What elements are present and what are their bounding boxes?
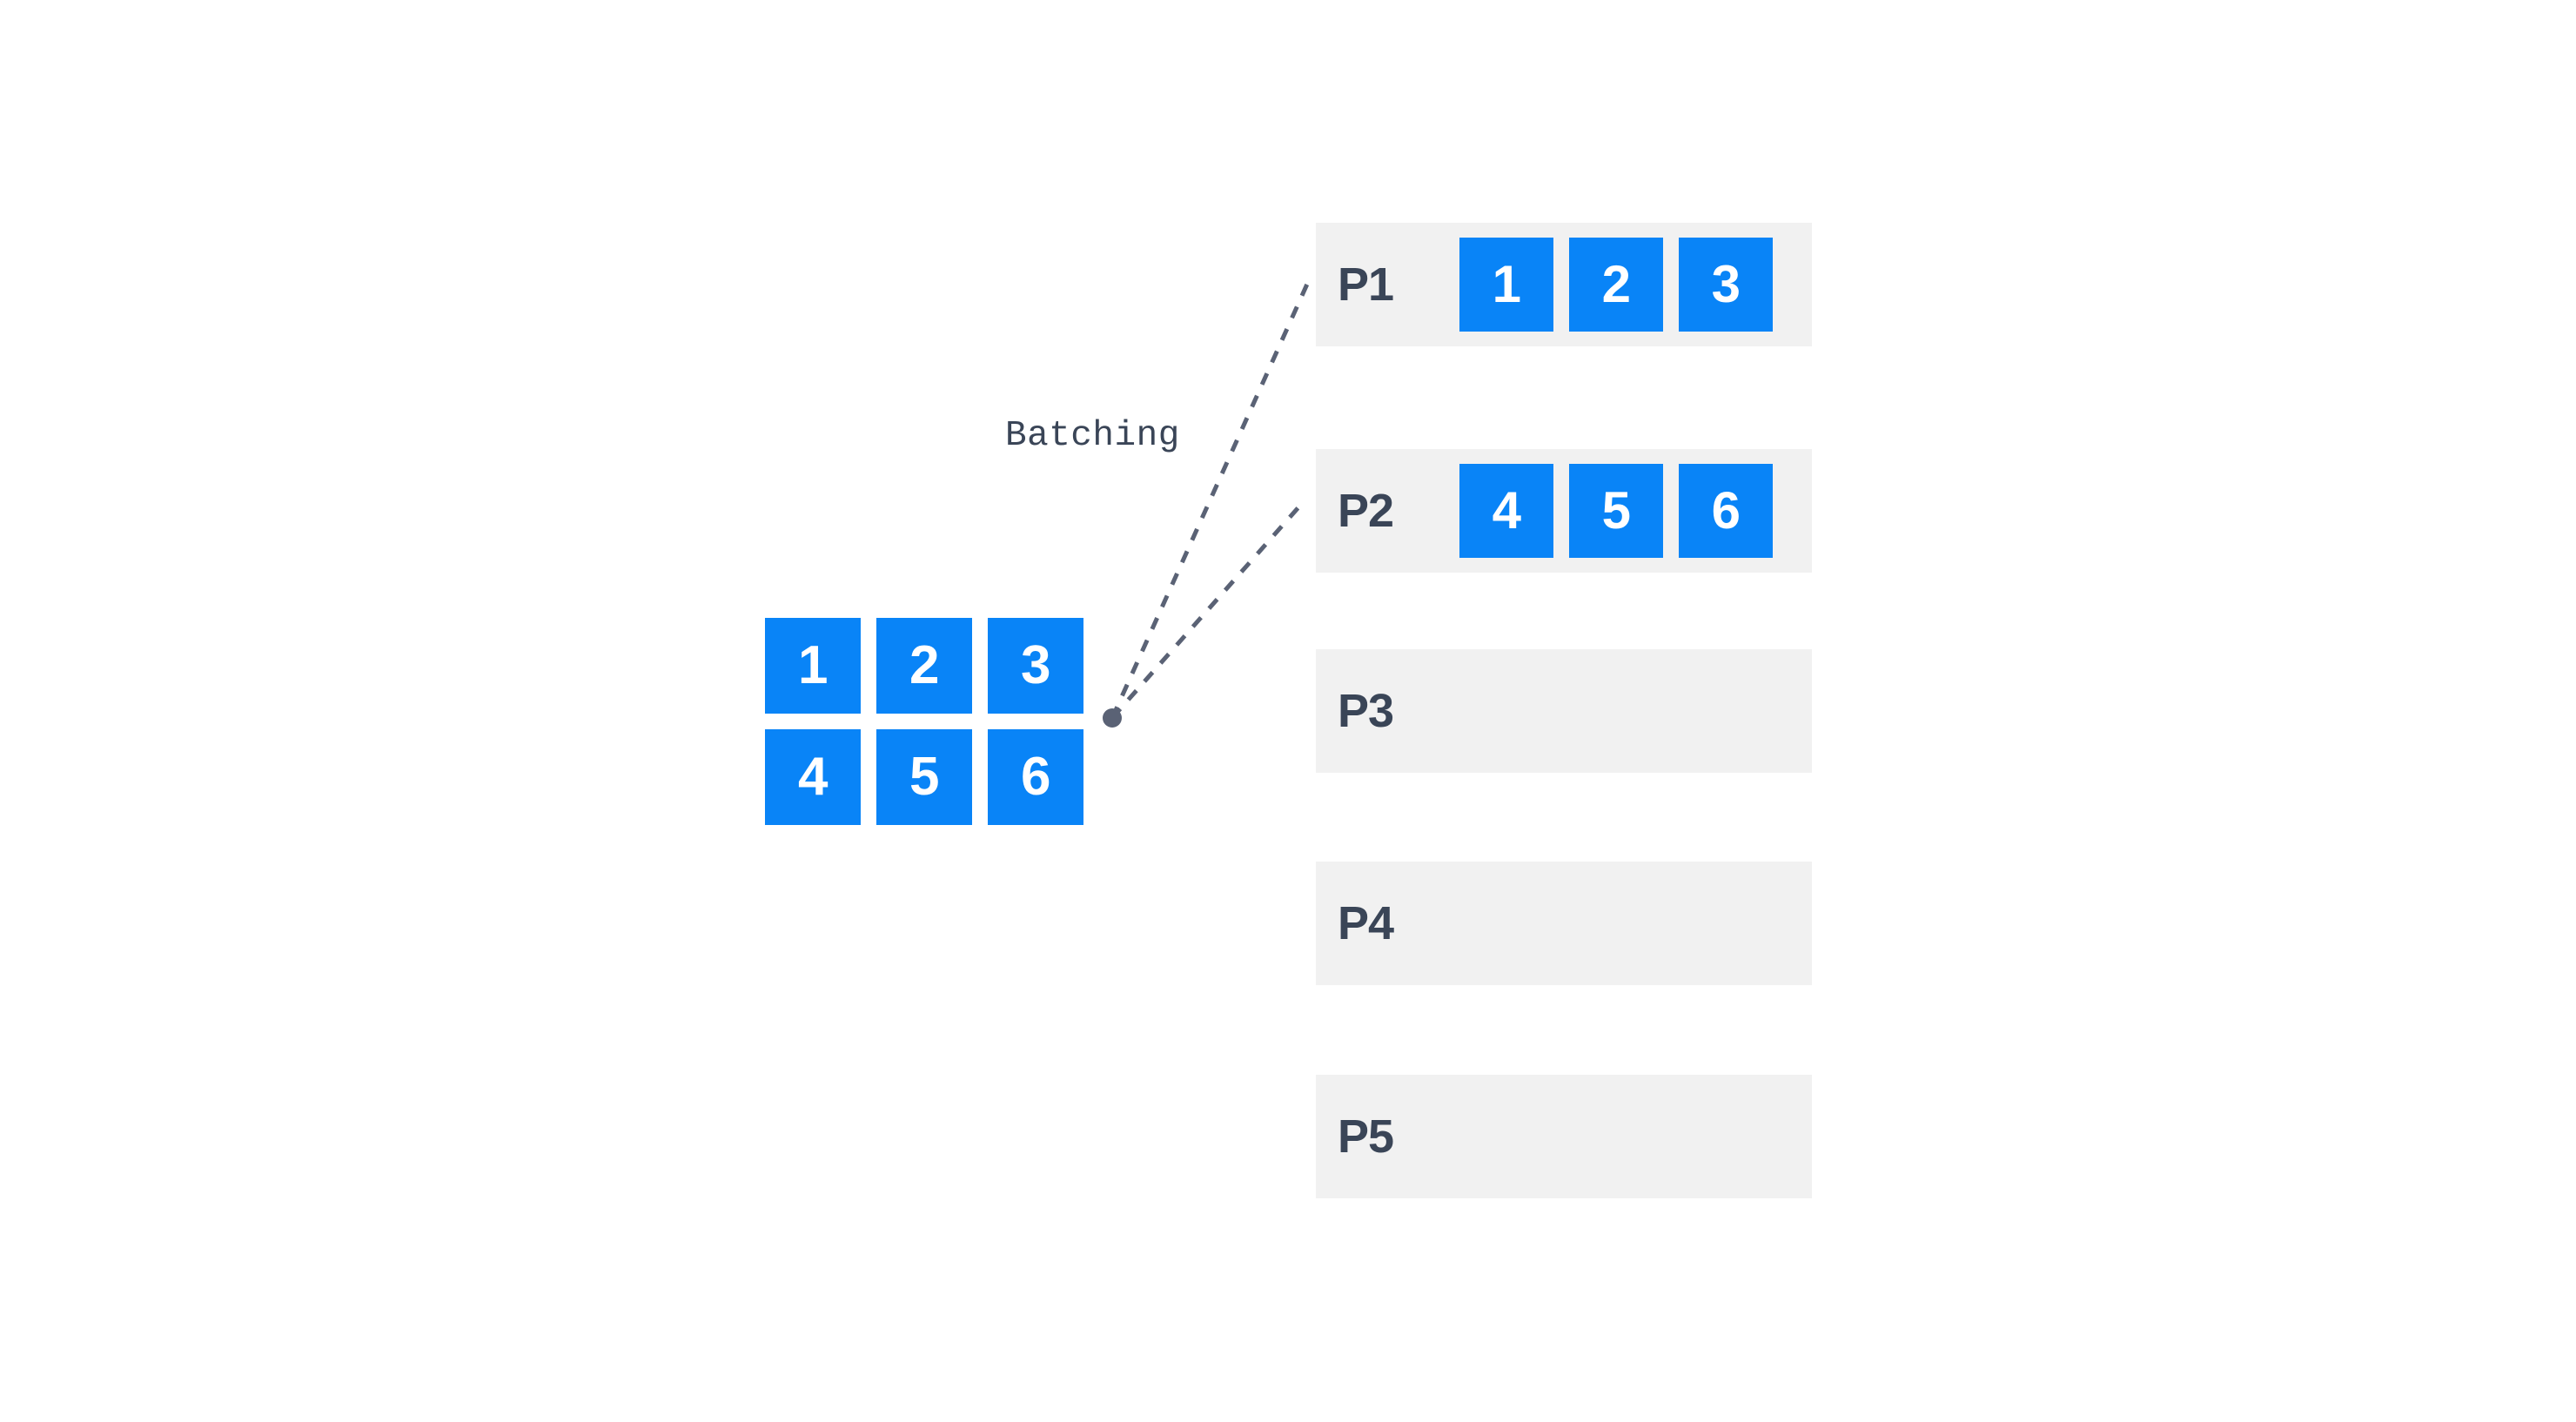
partition-label: P4 — [1338, 897, 1394, 949]
source-tile: 4 — [765, 729, 861, 825]
source-tile: 5 — [876, 729, 972, 825]
partition-tile: 2 — [1569, 238, 1663, 332]
partition-label: P3 — [1338, 685, 1394, 737]
partition-label: P1 — [1338, 258, 1394, 311]
partition-row-p3: P3 — [1316, 649, 1812, 773]
connector-origin-dot — [1103, 708, 1122, 728]
partition-row-p4: P4 — [1316, 862, 1812, 985]
source-tile: 2 — [876, 618, 972, 714]
batching-label: Batching — [1005, 416, 1180, 456]
connector-line-p2 — [1110, 498, 1307, 720]
partition-tiles: 1 2 3 — [1459, 238, 1773, 332]
partition-tile: 4 — [1459, 464, 1553, 558]
source-tile: 1 — [765, 618, 861, 714]
partition-row-p1: P1 1 2 3 — [1316, 223, 1812, 346]
partition-tile: 3 — [1679, 238, 1773, 332]
partition-tile: 5 — [1569, 464, 1663, 558]
partition-label: P2 — [1338, 485, 1394, 537]
connector-line-p1 — [1110, 278, 1311, 720]
partition-row-p2: P2 4 5 6 — [1316, 449, 1812, 573]
partition-label: P5 — [1338, 1110, 1394, 1163]
source-batch-grid: 1 2 3 4 5 6 — [765, 618, 1083, 825]
partition-tile: 6 — [1679, 464, 1773, 558]
partition-tiles: 4 5 6 — [1459, 464, 1773, 558]
partition-tile: 1 — [1459, 238, 1553, 332]
partition-row-p5: P5 — [1316, 1075, 1812, 1198]
source-tile: 3 — [988, 618, 1083, 714]
source-tile: 6 — [988, 729, 1083, 825]
